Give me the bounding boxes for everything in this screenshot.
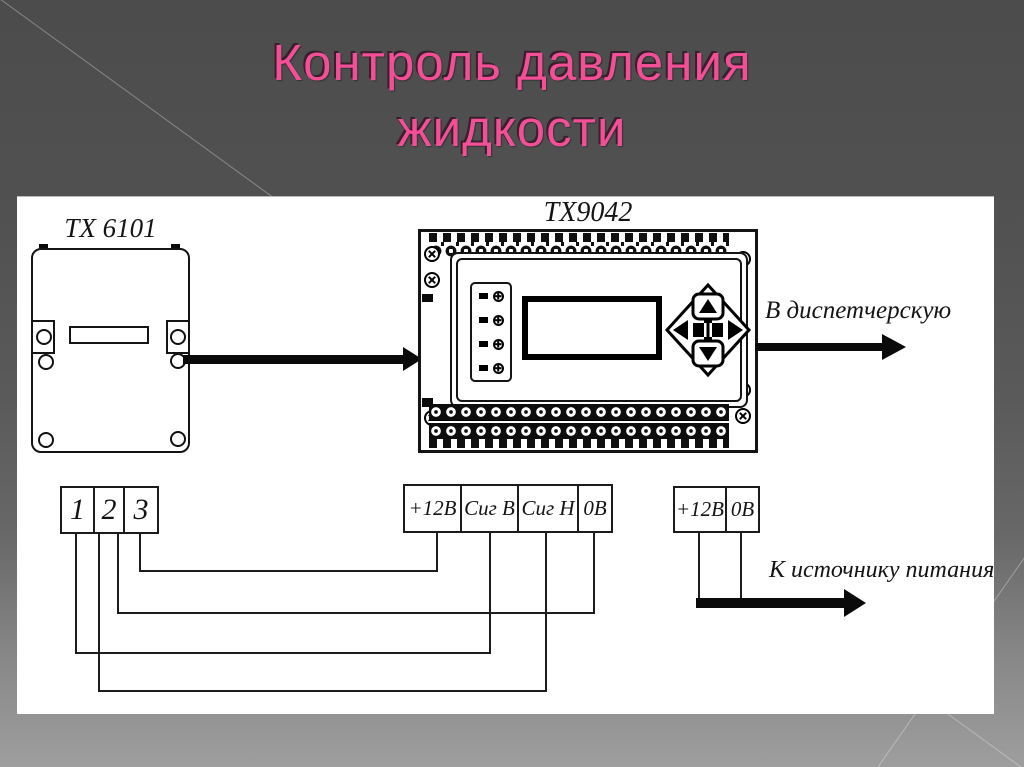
controller-screw bbox=[424, 272, 440, 288]
controller-front-panel bbox=[450, 252, 752, 408]
dispatcher-arrow bbox=[755, 343, 882, 351]
background-diagonal-line bbox=[945, 712, 1024, 767]
controller-led-row bbox=[478, 362, 504, 374]
navpad-ibar-bottom bbox=[704, 337, 712, 340]
status-led bbox=[492, 290, 504, 302]
wire-2-to-0v-across bbox=[117, 612, 595, 614]
controller-navpad[interactable] bbox=[664, 282, 752, 378]
controller-terminal-sign: Сиг Н bbox=[517, 486, 577, 531]
controller-top-teeth bbox=[429, 233, 729, 242]
slide-title-line1: Контроль давления bbox=[272, 34, 752, 91]
power-terminal-0v: 0В bbox=[725, 488, 758, 531]
controller-led-row bbox=[478, 290, 504, 302]
wire-2-to-sign-down bbox=[98, 534, 100, 692]
sensor-mount-hole bbox=[36, 329, 52, 345]
led-label-glyph bbox=[478, 341, 488, 347]
controller-led-row bbox=[478, 338, 504, 350]
sensor-mount-hole bbox=[170, 431, 186, 447]
wire-3-to-12v-down bbox=[139, 534, 141, 572]
wire-2-to-0v-up bbox=[593, 533, 595, 614]
slide-title: Контроль давления жидкости bbox=[0, 30, 1024, 162]
sensor-to-controller-arrow bbox=[183, 355, 405, 364]
wire-3-to-12v-across bbox=[139, 570, 438, 572]
power-source-arrow bbox=[696, 598, 844, 608]
led-label-glyph bbox=[478, 293, 488, 299]
sensor-terminal-3: 3 bbox=[123, 488, 157, 532]
navpad-down-arrow-icon bbox=[699, 347, 717, 361]
wire-power-0v-down bbox=[740, 533, 742, 607]
power-terminal-block: +12В 0В bbox=[673, 486, 760, 533]
diagram-panel: ТХ 6101 ТХ9042 bbox=[17, 196, 994, 714]
sensor-foot-mark bbox=[171, 244, 180, 248]
wire-1-to-sigv-up bbox=[489, 533, 491, 654]
sensor-slot bbox=[69, 326, 149, 344]
led-label-glyph bbox=[478, 365, 488, 371]
status-led bbox=[492, 362, 504, 374]
controller-screw bbox=[735, 408, 751, 424]
wire-2-to-sign-across bbox=[98, 690, 547, 692]
sensor-label: ТХ 6101 bbox=[64, 213, 157, 243]
navpad-right-arrow-icon[interactable] bbox=[728, 320, 743, 340]
power-source-arrowhead bbox=[844, 589, 866, 617]
sensor-mount-hole bbox=[38, 354, 54, 370]
controller-lcd-display bbox=[522, 296, 662, 360]
navpad-center-left-key[interactable] bbox=[693, 323, 704, 337]
wire-power-12v-down bbox=[698, 533, 700, 603]
slide-title-line2: жидкости bbox=[397, 100, 627, 157]
wire-2-to-0v-down bbox=[117, 534, 119, 614]
wire-1-to-sigv-across bbox=[75, 652, 491, 654]
sensor-mount-hole bbox=[38, 432, 54, 448]
sensor-to-controller-arrowhead bbox=[403, 347, 422, 371]
controller-front-inner bbox=[456, 258, 752, 402]
navpad-up-arrow-icon bbox=[699, 299, 717, 313]
controller-bottom-terminal-row1 bbox=[429, 404, 729, 420]
controller-terminal-12v: +12В bbox=[408, 496, 457, 520]
sensor-mount-hole bbox=[170, 329, 186, 345]
status-led bbox=[492, 314, 504, 326]
controller-terminal-sigv: Сиг В bbox=[460, 486, 517, 531]
wire-1-to-sigv-down bbox=[75, 534, 77, 654]
navpad-center-right-key[interactable] bbox=[712, 323, 723, 337]
power-source-label: К источнику питания bbox=[769, 557, 995, 583]
dispatcher-label: В диспетчерскую bbox=[765, 297, 952, 324]
controller-led-row bbox=[478, 314, 504, 326]
controller-screw bbox=[424, 246, 440, 262]
sensor-terminal-1: 1 bbox=[70, 493, 85, 526]
controller-terminal-block: +12В Сиг В Сиг Н 0В bbox=[403, 484, 613, 533]
sensor-terminal-block: 1 2 3 bbox=[60, 486, 159, 534]
controller-led-panel bbox=[470, 282, 512, 382]
wire-3-to-12v-up bbox=[436, 533, 438, 572]
sensor-terminal-2: 2 bbox=[93, 488, 123, 532]
controller-bottom-teeth bbox=[429, 439, 729, 448]
navpad-ibar bbox=[706, 320, 710, 340]
led-label-glyph bbox=[478, 317, 488, 323]
power-terminal-12v: +12В bbox=[676, 497, 724, 521]
controller-body bbox=[418, 229, 758, 453]
controller-din-clip bbox=[422, 294, 433, 302]
dispatcher-arrowhead bbox=[882, 334, 906, 360]
sensor-foot-mark bbox=[39, 244, 48, 248]
status-led bbox=[492, 338, 504, 350]
sensor-body bbox=[31, 248, 190, 453]
controller-bottom-terminal-row2 bbox=[429, 423, 729, 439]
controller-din-clip bbox=[422, 398, 433, 407]
controller-label: ТХ9042 bbox=[543, 197, 633, 228]
controller-terminal-0v: 0В bbox=[577, 486, 611, 531]
navpad-left-arrow-icon[interactable] bbox=[673, 320, 688, 340]
